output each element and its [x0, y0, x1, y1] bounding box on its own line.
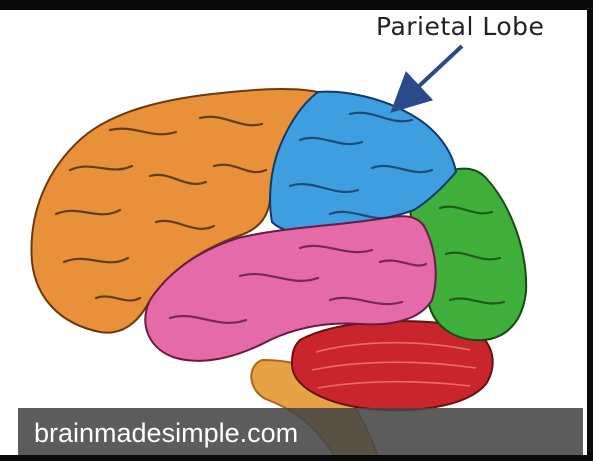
label-arrow: [402, 46, 462, 102]
bottom-border: [0, 455, 593, 461]
parietal-lobe-label: Parietal Lobe: [376, 12, 544, 41]
top-border: [0, 0, 593, 10]
right-border: [587, 0, 593, 461]
watermark-text: brainmadesimple.com: [34, 418, 298, 449]
